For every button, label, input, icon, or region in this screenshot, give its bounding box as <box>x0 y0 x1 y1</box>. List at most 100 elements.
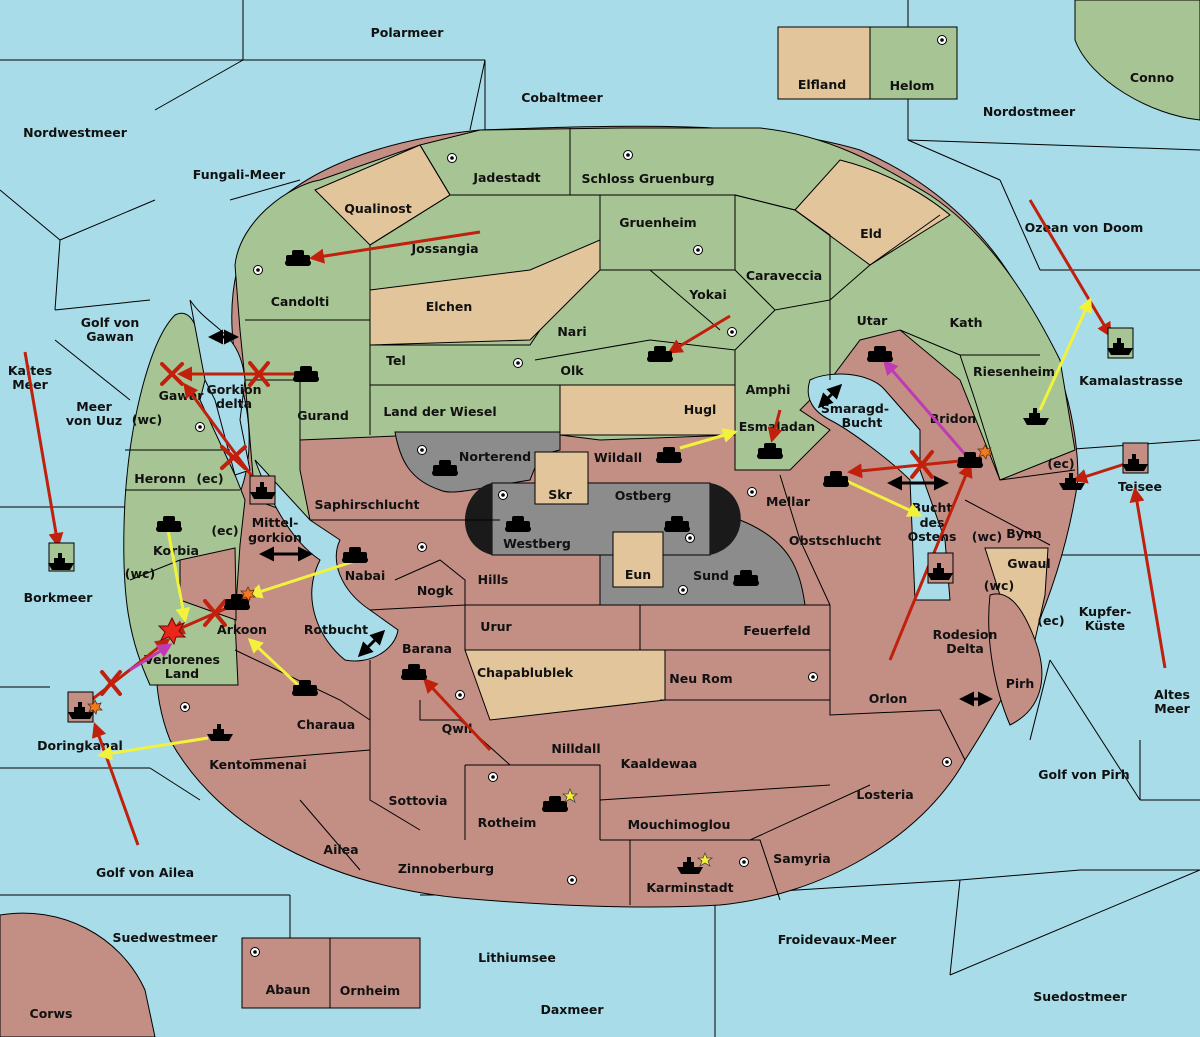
label-bynn: Bynn <box>1006 526 1041 541</box>
sea-label-lithiumsee: Lithiumsee <box>478 950 556 965</box>
sea-label-doringkanal: Doringkanal <box>37 738 123 753</box>
label-sottovia: Sottovia <box>389 793 448 808</box>
sea-gorkion-delta[interactable] <box>189 299 251 476</box>
label-hugl: Hugl <box>684 402 717 417</box>
sea-label-nordwestmeer: Nordwestmeer <box>23 125 128 140</box>
supply-center-icon <box>685 533 695 543</box>
support-arrow <box>247 637 300 687</box>
sea-label-mittel-2: gorkion <box>248 530 302 545</box>
attack-arrow <box>183 382 264 491</box>
label-heronn: Heronn <box>134 471 186 486</box>
label-kentommenai: Kentommenai <box>209 757 307 772</box>
label-eld: Eld <box>860 226 882 241</box>
label-pirh: Pirh <box>1006 676 1035 691</box>
label-jadestadt: Jadestadt <box>472 170 540 185</box>
label-candolti: Candolti <box>271 294 330 309</box>
supply-center-icon <box>195 422 205 432</box>
label-eun: Eun <box>625 567 651 582</box>
label-orlon: Orlon <box>869 691 908 706</box>
label-norterend: Norterend <box>459 449 531 464</box>
sea-label-fungali: Fungali-Meer <box>193 167 286 182</box>
territory-labels: Elfland Helom Jadestadt Schloss Gruenbur… <box>125 77 1162 998</box>
supply-center-icon <box>488 772 498 782</box>
label-gurand: Gurand <box>297 408 349 423</box>
label-kaaldewaa: Kaaldewaa <box>621 756 698 771</box>
label-kath: Kath <box>950 315 983 330</box>
supply-center-icon <box>498 490 508 500</box>
supply-center-icon <box>513 358 523 368</box>
coast-tag-wc: (wc) <box>125 566 155 581</box>
supply-center-icon <box>417 445 427 455</box>
label-nilldall: Nilldall <box>551 741 600 756</box>
sea-smaragd-bucht-ostens[interactable] <box>807 373 951 601</box>
attack-arrow <box>1072 461 1129 484</box>
supply-center-icon <box>417 542 427 552</box>
supply-center-icon <box>447 153 457 163</box>
territory-eun[interactable] <box>612 531 664 588</box>
label-gruenheim: Gruenheim <box>619 215 696 230</box>
build-star-icon <box>561 787 579 803</box>
markers <box>87 444 993 867</box>
label-neu-rom: Neu Rom <box>669 671 732 686</box>
label-land-wiesel: Land der Wiesel <box>383 404 496 419</box>
sea-label-golf-gawan-1: Golf von <box>81 315 140 330</box>
label-elfland: Elfland <box>798 77 846 92</box>
territory-elchen[interactable] <box>369 239 601 346</box>
supply-center-icon <box>250 947 260 957</box>
label-sund: Sund <box>693 568 729 583</box>
label-gwaul: Gwaul <box>1007 556 1050 571</box>
sea-label-borkmeer: Borkmeer <box>24 590 94 605</box>
label-qualinost: Qualinost <box>344 201 411 216</box>
sea-labels: Polarmeer Cobaltmeer Nordwestmeer Nordos… <box>8 25 1191 1021</box>
support-arrow <box>679 428 738 450</box>
label-ornheim: Ornheim <box>340 983 400 998</box>
impassable-east-cap <box>710 483 741 555</box>
label-urur: Urur <box>480 619 512 634</box>
sea-label-smaragd-2: Bucht <box>842 415 883 430</box>
support-arrow <box>1038 297 1092 411</box>
attack-arrow <box>84 638 171 707</box>
label-arkoon: Arkoon <box>217 622 267 637</box>
supply-center-icon <box>937 35 947 45</box>
sea-label-rodesion-2: Delta <box>946 641 984 656</box>
coast-tag-ec: (ec) <box>1047 456 1074 471</box>
sea-label-nordostmeer: Nordostmeer <box>983 104 1076 119</box>
territory-pirh[interactable] <box>988 593 1043 726</box>
territory-ornheim[interactable] <box>329 937 421 1009</box>
sea-label-kupfer-2: Küste <box>1085 618 1125 633</box>
territory-eld[interactable] <box>794 159 951 266</box>
sea-label-golf-gawan-2: Gawan <box>86 329 134 344</box>
label-abaun: Abaun <box>266 982 311 997</box>
supply-center-icon <box>678 585 688 595</box>
supply-center-icon <box>253 265 263 275</box>
sea-rotbucht-mittelgorkion[interactable] <box>254 459 399 662</box>
sea-label-froidevaux: Froidevaux-Meer <box>778 932 897 947</box>
coast-tag-ec: (ec) <box>196 471 223 486</box>
label-westberg: Westberg <box>503 536 571 551</box>
attack-arrow <box>1028 199 1112 338</box>
sea-label-ostens-3: Ostens <box>908 529 957 544</box>
territory-gwaul[interactable] <box>984 547 1049 642</box>
convoy-arrow <box>129 643 173 672</box>
supply-center-icon <box>942 757 952 767</box>
label-mellar: Mellar <box>766 494 811 509</box>
territory-corws[interactable] <box>0 912 156 1037</box>
territory-skr[interactable] <box>534 451 589 505</box>
sea-label-polarmeer: Polarmeer <box>371 25 445 40</box>
label-olk: Olk <box>560 363 584 378</box>
convoy-arrow <box>883 359 972 461</box>
failed-order-x-icon <box>100 670 122 696</box>
failed-order-x-icon <box>248 361 270 387</box>
label-verlorenes-2: Land <box>165 666 199 681</box>
label-schloss: Schloss Gruenburg <box>581 171 714 186</box>
territory-borders <box>125 128 1076 905</box>
supply-center-icon <box>623 150 633 160</box>
label-samyria: Samyria <box>773 851 831 866</box>
supply-center-icon <box>727 327 737 337</box>
territory-elfland[interactable] <box>777 26 871 100</box>
label-ostberg: Ostberg <box>615 488 672 503</box>
failed-order-x-icon <box>910 450 934 479</box>
supply-center-icon <box>693 245 703 255</box>
sea-label-kupfer-1: Kupfer- <box>1079 604 1132 619</box>
